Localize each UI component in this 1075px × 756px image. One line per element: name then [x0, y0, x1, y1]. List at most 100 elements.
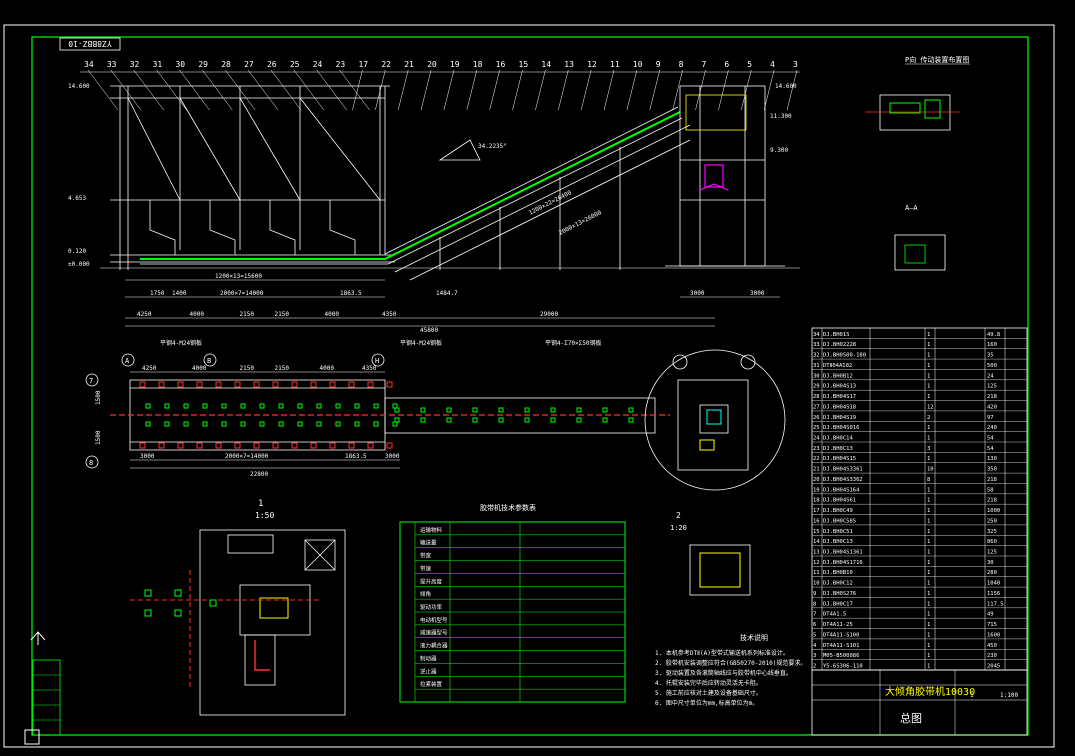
axis-marker [203, 353, 217, 367]
detail-1: 1 1:50 [130, 499, 346, 716]
plan-idler [524, 417, 530, 423]
plan-post [272, 442, 279, 449]
side-segment-dim: 2150 [275, 311, 290, 318]
plan-idler [164, 421, 170, 427]
callout-number: 15 [519, 60, 529, 69]
plan-idler [576, 417, 582, 423]
title-main: 大倾角胶带机10030 [885, 685, 975, 698]
plan-post [348, 442, 355, 449]
plan-idler [316, 421, 322, 427]
plan-post [386, 381, 393, 388]
callout-leader [626, 69, 638, 111]
part-qty: 1 [927, 332, 930, 338]
notes-title: 技术说明 [740, 633, 768, 642]
part-qty: 1 [927, 653, 930, 659]
part-number: 17 [813, 508, 820, 514]
callout-leader [580, 69, 592, 111]
plan-bottom-1: 3000 [140, 453, 155, 460]
callout-leader [466, 69, 478, 111]
tech-param-label: 运输物料 [420, 526, 443, 534]
plan-total: 22800 [250, 471, 268, 478]
callout-number: 34 [84, 60, 94, 69]
part-code: DT4A11-S100 [823, 632, 859, 638]
plan-post [234, 381, 241, 388]
part-number: 12 [813, 560, 820, 566]
side-segment-dim: 2150 [240, 311, 255, 318]
part-code: DJ.BH0C49 [823, 508, 853, 514]
detail-circle [644, 349, 786, 491]
part-weight: 325 [987, 529, 997, 535]
side-right-1: 3000 [690, 290, 705, 297]
note-line: 6. 图中尺寸单位为mm,标高单位为m。 [655, 699, 758, 707]
note-line: 2. 胶带机安装调整应符合(GB50270-2010)规范要求。 [655, 659, 806, 667]
callout-number: 14 [541, 60, 551, 69]
part-weight: 250 [987, 518, 997, 524]
plan-idler [183, 403, 189, 409]
part-code: DJ.BH0C13 [823, 539, 853, 545]
callout-leader [558, 69, 569, 111]
part-number: 9 [813, 591, 816, 597]
part-code: DJ.BH0B12 [823, 373, 853, 379]
part-qty: 3 [927, 446, 930, 452]
plan-post [291, 442, 298, 449]
plan-post [253, 381, 260, 388]
plan-idler [373, 403, 379, 409]
callout-leader [352, 69, 363, 111]
plan-post [215, 442, 222, 449]
plan-idler [498, 417, 504, 423]
part-code: DT4A11-25 [823, 622, 853, 628]
plan-idler [221, 421, 227, 427]
plan-post [367, 381, 374, 388]
callout-number: 10 [633, 60, 643, 69]
callout-number: 5 [747, 60, 752, 69]
callout-leader [339, 69, 370, 111]
drive-motor [699, 164, 729, 191]
part-code: DJ.BH0500-180 [823, 353, 866, 359]
plan-idler [472, 407, 478, 413]
elev-top-right: 14.600 [775, 83, 797, 90]
side-segment-dim: 4000 [190, 311, 205, 318]
part-qty: 1 [927, 456, 930, 462]
part-number: 19 [813, 487, 820, 493]
plan-post [139, 442, 146, 449]
plan-post [177, 381, 184, 388]
plan-post [272, 381, 279, 388]
part-code: DJ.BH04S61 [823, 498, 856, 504]
elev-base-left: ±0.000 [68, 261, 90, 268]
plan-idler [202, 403, 208, 409]
plan-idler [145, 403, 151, 409]
note-line: 5. 施工前应核对土建及设备基础尺寸。 [655, 689, 762, 697]
tech-param-label: 逆止器 [420, 667, 437, 675]
part-number: 18 [813, 498, 820, 504]
callout-number: 17 [358, 60, 368, 69]
part-number: 30 [813, 373, 820, 379]
part-qty: 1 [927, 560, 930, 566]
part-code: DT4A1.5 [823, 612, 846, 618]
plan-idler [550, 407, 556, 413]
part-weight: 130 [987, 456, 997, 462]
plan-idler [259, 421, 265, 427]
left-margin-box [32, 659, 61, 736]
part-code: DJ.BH0C51 [823, 529, 853, 535]
part-code: DJ.BH04S1361 [823, 550, 863, 556]
part-qty: 1 [927, 384, 930, 390]
part-qty: 2 [927, 415, 930, 421]
callout-leader [786, 69, 798, 111]
plan-idler [145, 421, 151, 427]
callout-number: 23 [336, 60, 346, 69]
plan-post [348, 381, 355, 388]
part-weight: 125 [987, 384, 997, 390]
part-qty: 1 [927, 394, 930, 400]
note-line: 1. 本机参考DTⅡ(A)型带式输送机系列标准设计。 [655, 649, 789, 657]
axis-marker [371, 353, 385, 367]
callout-leader [649, 69, 661, 111]
side-segment-dim: 4250 [137, 311, 152, 318]
part-qty: 1 [927, 425, 930, 431]
part-number: 10 [813, 581, 820, 587]
inner-border [31, 36, 1029, 736]
axis-label: 8 [89, 459, 93, 467]
plan-top-dim: 4000 [320, 365, 335, 372]
part-code: DJ.BH0C14 [823, 436, 853, 442]
part-weight: 117.5 [987, 601, 1004, 607]
code-stamp: YZ8BBZ-10 [68, 39, 112, 48]
